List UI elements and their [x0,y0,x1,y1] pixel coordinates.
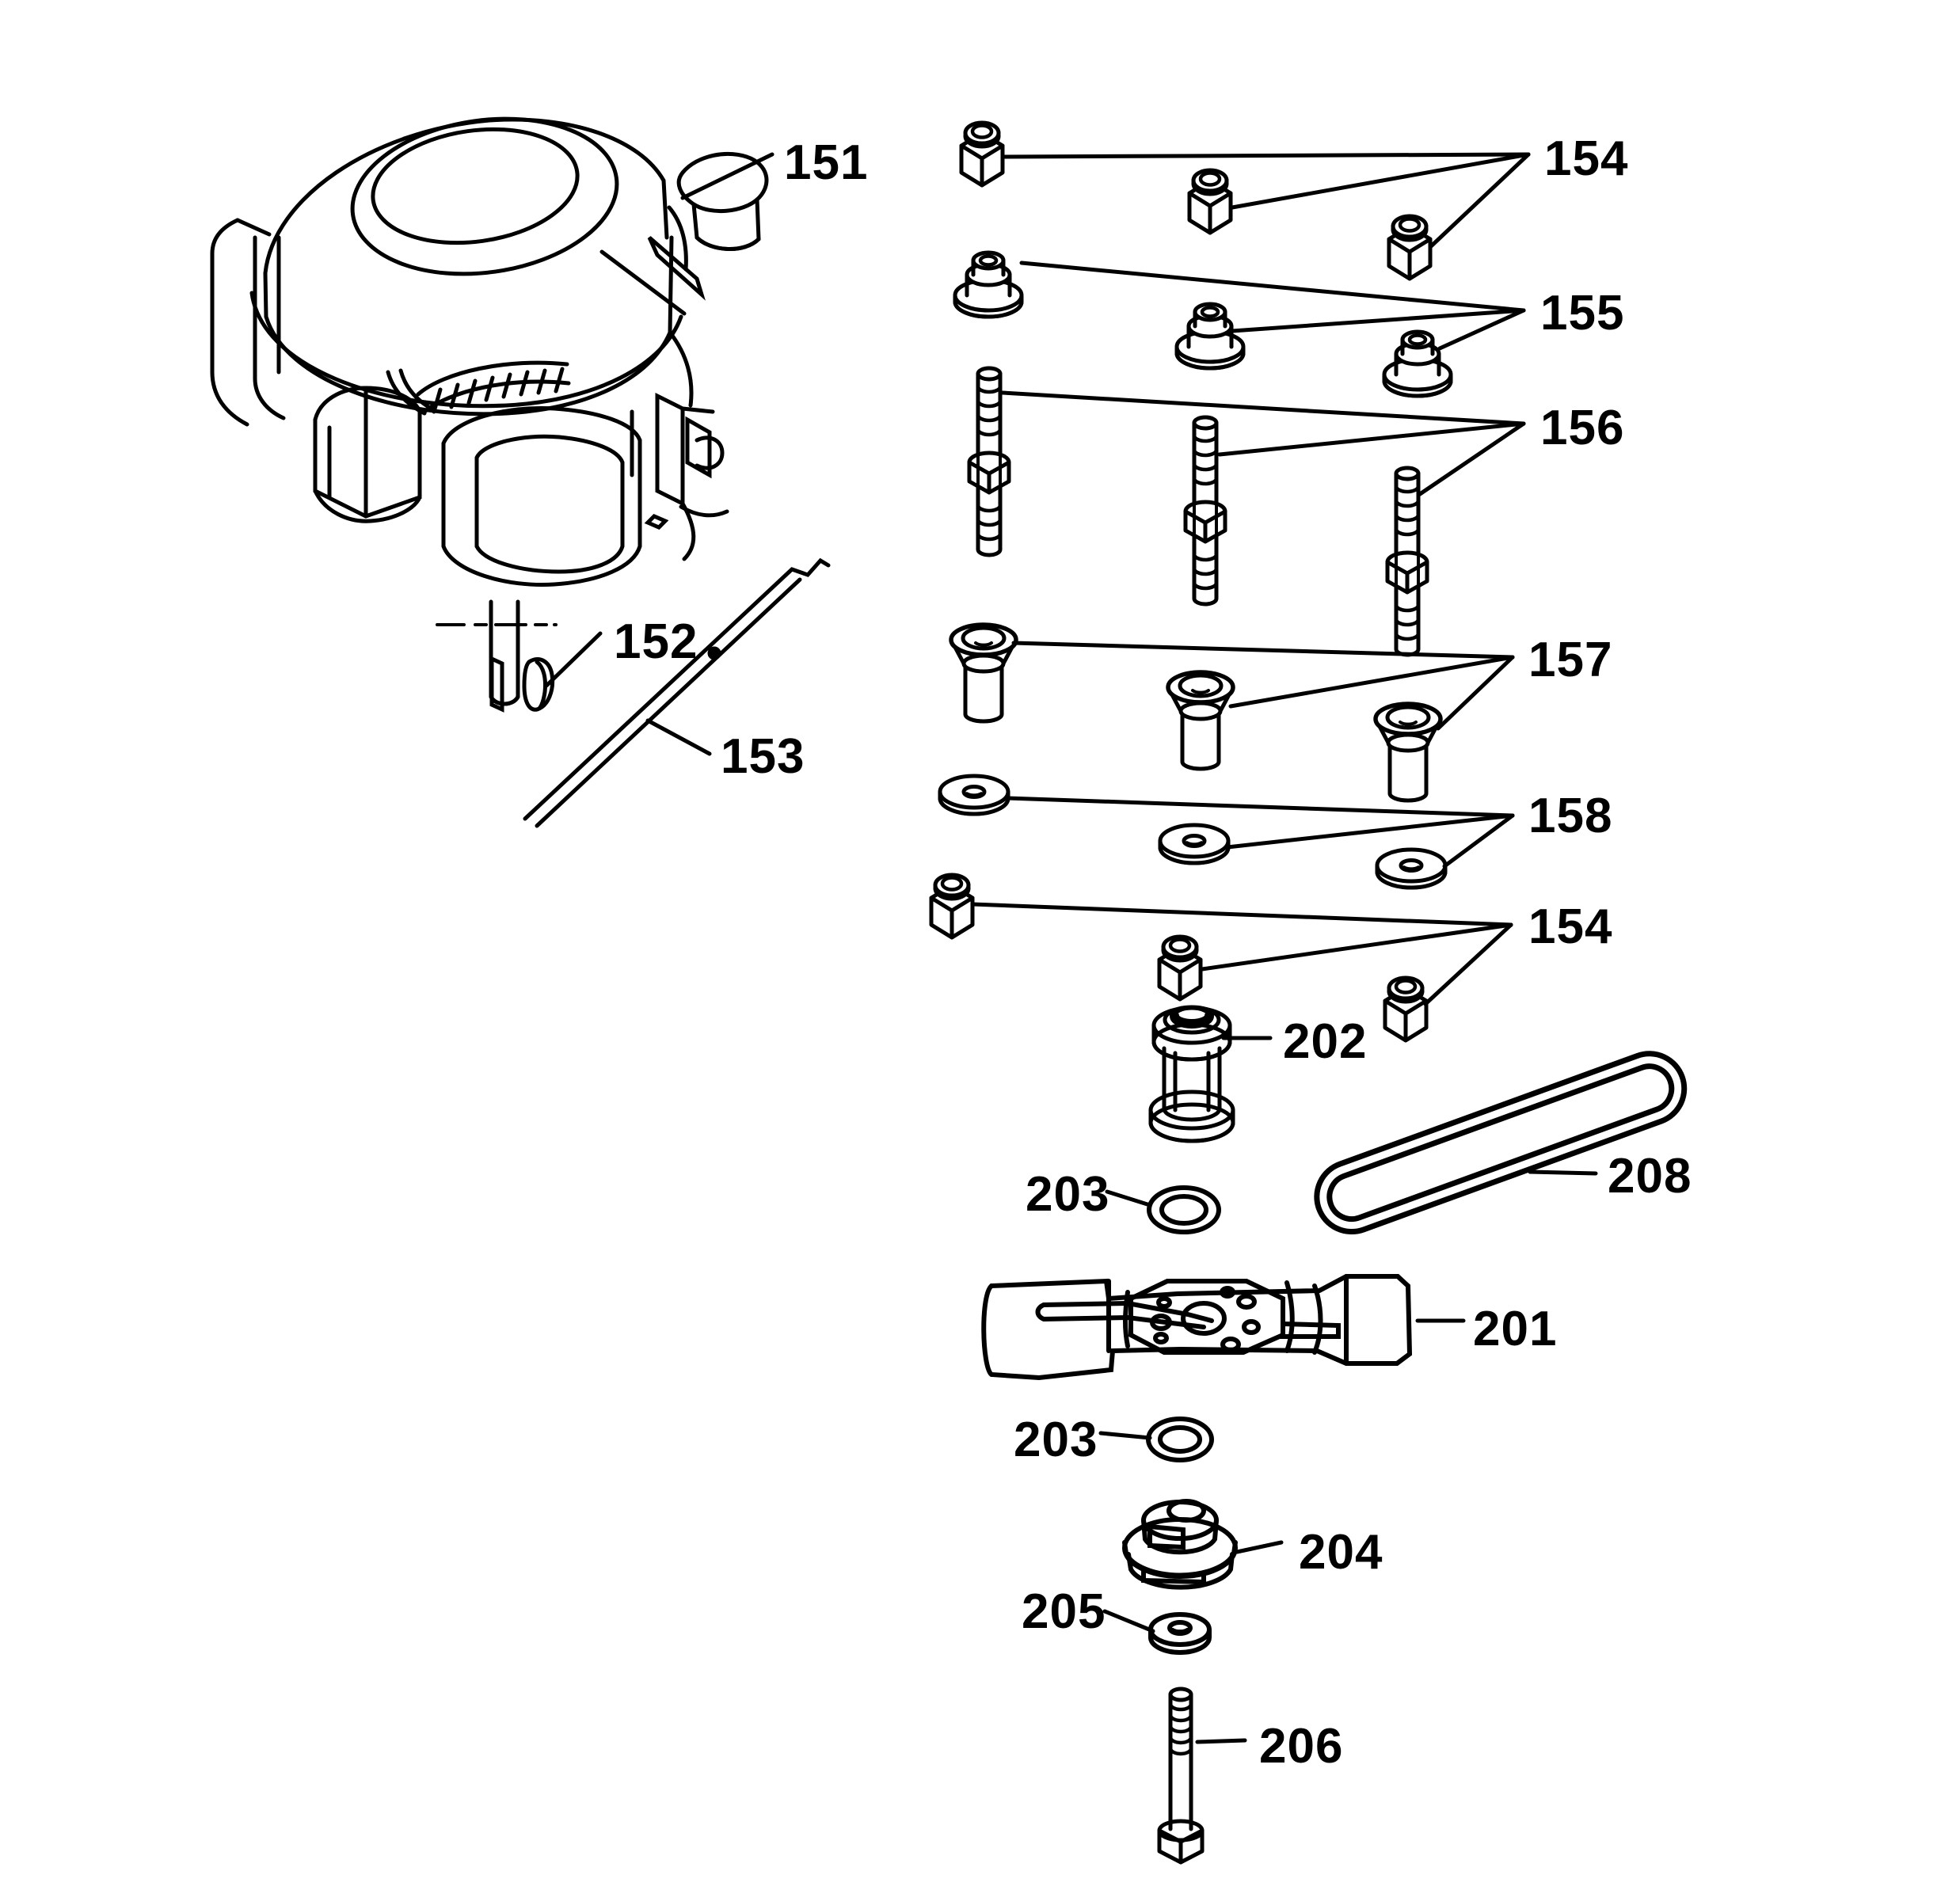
blade-adapter [1122,1499,1238,1590]
leader-208 [1528,1169,1598,1176]
leader-151 [680,152,774,200]
small-washer [1148,1612,1212,1655]
leader-157 [1011,641,1515,731]
hex-bolt [1157,1687,1205,1865]
leader-158 [1005,796,1515,869]
callout-151: 151 [784,135,869,190]
callout-155: 155 [1540,286,1625,340]
washer-lower [1146,1417,1214,1462]
control-rod [523,557,831,828]
leader-206 [1195,1738,1247,1744]
leader-154-bottom [970,902,1513,1006]
callout-201: 201 [1473,1302,1558,1356]
drive-belt [1314,1051,1688,1235]
callout-202: 202 [1283,1014,1368,1069]
woodruff-key [436,623,558,713]
threaded-stud-group [969,368,1427,655]
callout-204: 204 [1299,1525,1383,1580]
leader-205 [1102,1609,1155,1633]
locknut-group-top [961,123,1430,279]
leader-203-upper [1105,1189,1152,1207]
callout-208: 208 [1608,1149,1692,1204]
leader-204 [1235,1540,1284,1554]
callout-205: 205 [1022,1584,1106,1639]
callout-152: 152 [614,614,698,669]
callout-158: 158 [1528,789,1613,843]
idler-pulley [1148,1005,1235,1143]
callout-157: 157 [1528,633,1613,687]
leader-156 [1000,390,1526,496]
callout-203-upper: 203 [1026,1167,1110,1222]
flanged-bushing-group [955,253,1451,396]
leader-155 [1019,260,1526,351]
callout-153: 153 [721,729,805,784]
engine-assembly [210,116,769,706]
washer-upper [1147,1185,1221,1234]
leader-152 [544,631,603,688]
callout-206: 206 [1259,1719,1344,1774]
callout-203-lower: 203 [1014,1413,1098,1467]
callout-154-top: 154 [1544,131,1629,186]
leader-203-lower [1098,1431,1152,1440]
callout-154-bottom: 154 [1528,899,1613,954]
leader-153 [645,718,712,756]
callout-156: 156 [1540,401,1625,455]
leader-154-top [1002,152,1531,249]
cutter-blade [981,1274,1413,1381]
